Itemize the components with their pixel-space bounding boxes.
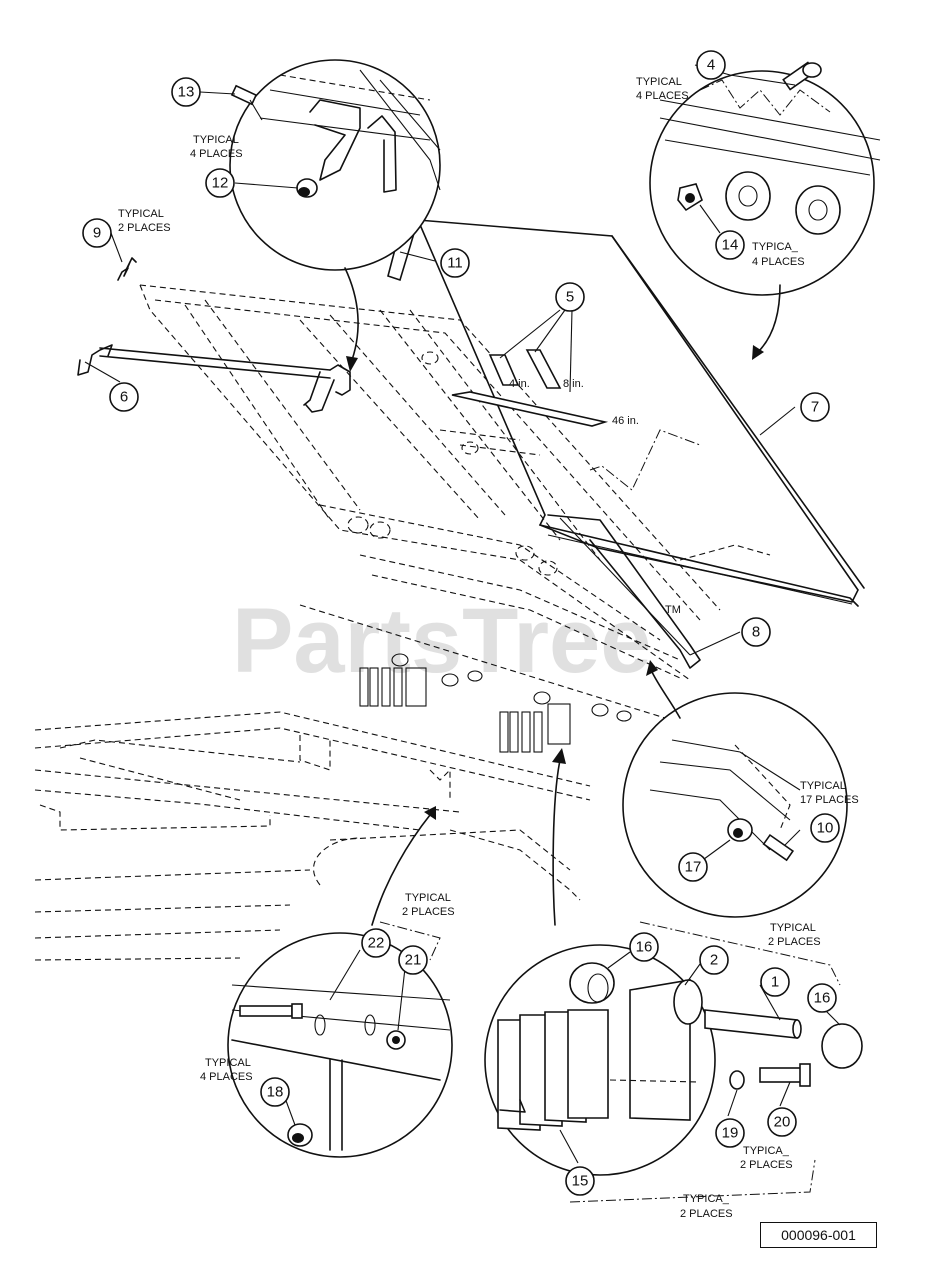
note-13-line1: TYPICAL <box>193 134 239 146</box>
wear-strips <box>451 349 609 427</box>
svg-text:15: 15 <box>572 1173 589 1190</box>
svg-text:14: 14 <box>722 237 739 254</box>
note-1-line1: TYPICAL <box>770 922 816 934</box>
note-14-line2: 4 PLACES <box>752 256 805 268</box>
note-15-line2: 2 PLACES <box>680 1208 733 1220</box>
support-rod <box>77 344 351 413</box>
callout-19: 19 <box>715 1118 745 1148</box>
svg-text:16: 16 <box>636 939 653 956</box>
callout-13: 13 <box>171 77 201 107</box>
note-15-line1: TYPICA_ <box>683 1193 730 1205</box>
vehicle-frame <box>34 711 591 961</box>
svg-text:16: 16 <box>814 990 831 1007</box>
note-10-line2: 17 PLACES <box>800 794 859 806</box>
svg-text:9: 9 <box>93 225 101 242</box>
detail-circle-hinge <box>484 944 863 1176</box>
svg-text:6: 6 <box>120 389 128 406</box>
note-18-line2: 4 PLACES <box>200 1071 253 1083</box>
dimension-46in: 46 in. <box>612 415 639 427</box>
callout-4: 4 <box>696 50 726 80</box>
svg-text:13: 13 <box>178 84 195 101</box>
note-9-line2: 2 PLACES <box>118 222 171 234</box>
spring <box>117 257 137 281</box>
svg-text:12: 12 <box>212 175 229 192</box>
bed-frame <box>139 284 721 681</box>
callout-17: 17 <box>678 852 708 882</box>
callout-15: 15 <box>565 1166 595 1196</box>
detail-circle-latch <box>229 59 441 271</box>
callout-8: 8 <box>741 617 771 647</box>
note-4-line1: TYPICAL <box>636 76 682 88</box>
callout-1: 1 <box>760 967 790 997</box>
callout-5: 5 <box>555 282 585 312</box>
callout-11: 11 <box>440 248 470 278</box>
note-1-line2: 2 PLACES <box>768 936 821 948</box>
svg-text:1: 1 <box>771 974 779 991</box>
note-13-line2: 4 PLACES <box>190 148 243 160</box>
dimension-4in: 4 in. <box>509 378 530 390</box>
note-22-line2: 2 PLACES <box>402 906 455 918</box>
callout-18: 18 <box>260 1077 290 1107</box>
callout-7: 7 <box>800 392 830 422</box>
callout-6: 6 <box>109 382 139 412</box>
detail-circle-rivet <box>622 692 848 918</box>
callout-22: 22 <box>361 928 391 958</box>
note-20-line1: TYPICA_ <box>743 1145 790 1157</box>
svg-text:4: 4 <box>707 57 715 74</box>
svg-text:17: 17 <box>685 859 702 876</box>
callout-10: 10 <box>810 813 840 843</box>
svg-text:8: 8 <box>752 624 760 641</box>
callout-14: 14 <box>715 230 745 260</box>
dimension-8in: 8 in. <box>563 378 584 390</box>
callout-9: 9 <box>82 218 112 248</box>
svg-text:20: 20 <box>774 1114 791 1131</box>
note-22-line1: TYPICAL <box>405 892 451 904</box>
callout-16-left: 16 <box>629 932 659 962</box>
callout-21: 21 <box>398 945 428 975</box>
detail-circle-bolt <box>649 61 881 296</box>
svg-text:5: 5 <box>566 289 574 306</box>
svg-text:2: 2 <box>710 952 718 969</box>
note-4-line2: 4 PLACES <box>636 90 689 102</box>
callout-2: 2 <box>699 945 729 975</box>
note-20-line2: 2 PLACES <box>740 1159 793 1171</box>
svg-text:7: 7 <box>811 399 819 416</box>
svg-text:21: 21 <box>405 952 422 969</box>
note-18-line1: TYPICAL <box>205 1057 251 1069</box>
svg-text:10: 10 <box>817 820 834 837</box>
svg-text:11: 11 <box>447 255 463 272</box>
svg-text:19: 19 <box>722 1125 739 1142</box>
reference-number: 000096-001 <box>760 1222 877 1248</box>
callout-12: 12 <box>205 168 235 198</box>
bed-panel <box>416 219 865 607</box>
callout-16-right: 16 <box>807 983 837 1013</box>
callout-20: 20 <box>767 1107 797 1137</box>
svg-text:22: 22 <box>368 935 385 952</box>
watermark-trademark: TM <box>665 604 681 616</box>
svg-text:18: 18 <box>267 1084 284 1101</box>
arrows <box>344 267 781 926</box>
note-10-line1: TYPICAL <box>800 780 846 792</box>
note-9-line1: TYPICAL <box>118 208 164 220</box>
hinge-brackets <box>299 604 721 753</box>
note-14-line1: TYPICA_ <box>752 241 799 253</box>
watermark: PartsTree <box>232 590 651 692</box>
